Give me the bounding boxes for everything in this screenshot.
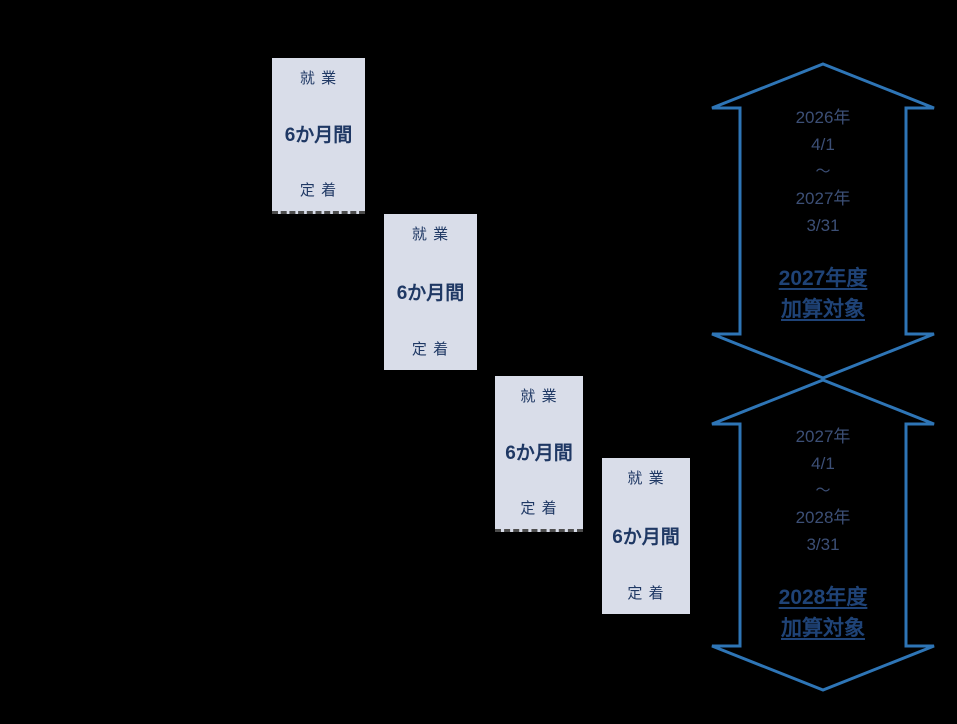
period-box-4: 就 業 6か月間 定 着 xyxy=(602,458,690,614)
date-year-start: 2026年 xyxy=(795,108,851,127)
retention-label: 定 着 xyxy=(520,500,558,517)
addition-target-label: 加算対象 xyxy=(781,298,865,321)
fiscal-year-arrow-2027: 2026年 4/1 〜 2027年 3/31 2027年度 加算対象 xyxy=(710,62,936,380)
date-start: 4/1 xyxy=(811,135,835,154)
fiscal-year-label: 2028年度 xyxy=(778,586,868,609)
arrow-text-block: 2026年 4/1 〜 2027年 3/31 2027年度 加算対象 xyxy=(710,62,936,380)
period-box-3: 就 業 6か月間 定 着 xyxy=(495,376,583,532)
date-year-end: 2027年 xyxy=(795,189,851,208)
arrow-text-block: 2027年 4/1 〜 2028年 3/31 2028年度 加算対象 xyxy=(710,378,936,692)
retention-label: 定 着 xyxy=(299,182,338,199)
employment-start-label: 就 業 xyxy=(520,388,558,405)
employment-start-label: 就 業 xyxy=(299,70,338,87)
retention-label: 定 着 xyxy=(627,585,665,602)
period-box-2: 就 業 6か月間 定 着 xyxy=(384,214,477,370)
employment-start-label: 就 業 xyxy=(627,470,665,487)
fiscal-year-label: 2027年度 xyxy=(778,267,868,290)
retention-label: 定 着 xyxy=(411,341,450,358)
date-year-start: 2027年 xyxy=(795,427,851,446)
tilde-separator: 〜 xyxy=(815,482,831,499)
date-start: 4/1 xyxy=(811,454,835,473)
six-months-label: 6か月間 xyxy=(612,526,680,548)
date-year-end: 2028年 xyxy=(795,508,851,527)
fiscal-year-arrow-2028: 2027年 4/1 〜 2028年 3/31 2028年度 加算対象 xyxy=(710,378,936,692)
date-end: 3/31 xyxy=(806,216,840,235)
tilde-separator: 〜 xyxy=(815,163,831,180)
double-arrow-icon xyxy=(711,62,935,380)
double-arrow-icon xyxy=(711,378,935,692)
addition-target-group: 2027年度 加算対象 xyxy=(779,263,868,325)
six-months-label: 6か月間 xyxy=(396,282,465,304)
date-end: 3/31 xyxy=(806,535,840,554)
addition-target-label: 加算対象 xyxy=(781,617,865,640)
employment-start-label: 就 業 xyxy=(411,226,450,243)
addition-target-group: 2028年度 加算対象 xyxy=(779,582,868,644)
six-months-label: 6か月間 xyxy=(284,125,353,146)
period-box-1: 就 業 6か月間 定 着 xyxy=(272,58,365,214)
six-months-label: 6か月間 xyxy=(505,443,573,464)
